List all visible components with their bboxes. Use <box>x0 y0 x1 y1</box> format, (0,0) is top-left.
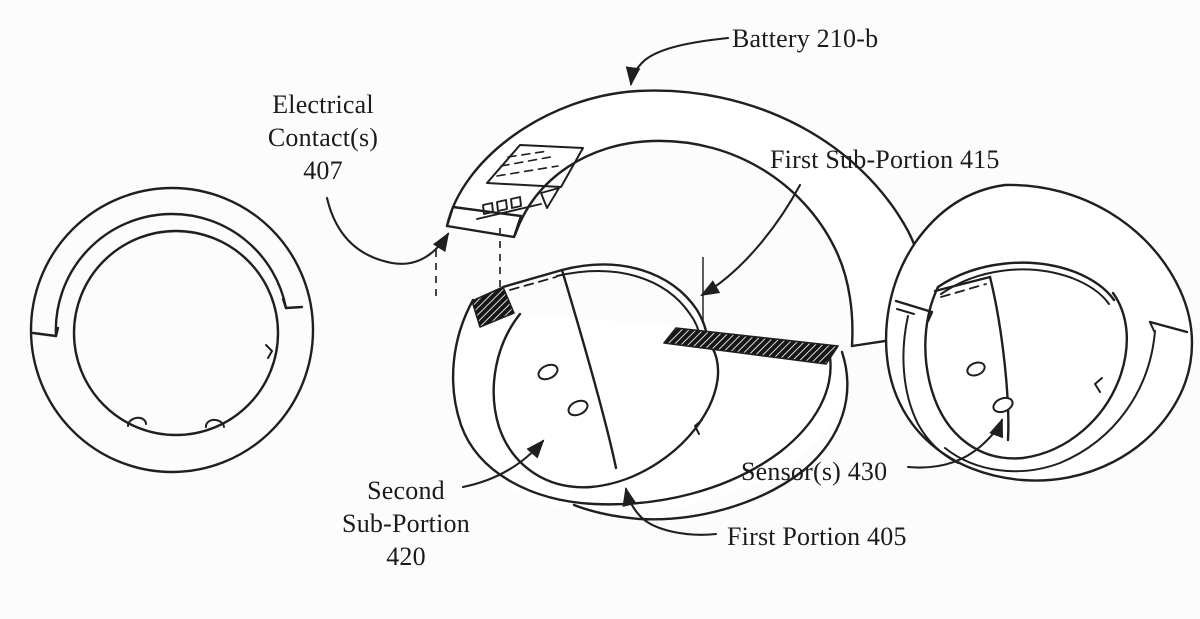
right-band-rim-outer <box>936 261 1116 302</box>
sensor-hole <box>992 396 1014 414</box>
leader-sensors <box>906 418 1004 469</box>
leader-battery <box>625 36 730 87</box>
inner-band-top-edge <box>501 268 564 289</box>
left-ring-left-notch <box>31 326 60 338</box>
leader-second-sub-portion <box>461 439 545 489</box>
leader-lines <box>325 36 1004 536</box>
electrical-contacts <box>476 187 560 220</box>
left-ring-sensor-bump <box>204 418 225 428</box>
battery-pouch <box>486 144 584 188</box>
label-electrical-contacts-line1: Electrical <box>272 90 374 119</box>
gap-left-end-face <box>471 286 515 328</box>
left-ring-inner-jog <box>265 344 274 359</box>
right-ring-inner-edge <box>924 285 1129 460</box>
label-electrical-contacts-line3: 407 <box>303 156 343 185</box>
leader-first-portion <box>622 486 718 536</box>
inner-band-rim-outer <box>560 263 709 339</box>
lower-ring-outer-side-edge <box>572 350 849 521</box>
right-ring-left-seam <box>894 299 934 323</box>
label-sensors: Sensor(s) 430 <box>741 457 888 486</box>
gap-right-end-face <box>663 327 839 365</box>
lower-ring-inner-jog <box>694 419 703 435</box>
label-second-sub-portion-line3: 420 <box>386 542 426 571</box>
battery-pouch-hatch-lines <box>496 150 559 177</box>
left-ring-seam-arc <box>54 212 288 338</box>
lower-ring-inner-edge <box>492 312 720 489</box>
right-ring-right-seam-step <box>1149 321 1155 332</box>
sensor-hole <box>537 363 559 381</box>
label-electrical-contacts-line2: Contact(s) <box>267 123 379 152</box>
right-band-dashed-line <box>940 283 987 298</box>
right-ring-inner-jog <box>1094 377 1103 393</box>
label-second-sub-portion-line2: Sub-Portion <box>342 509 470 538</box>
battery-arc-left-end-face <box>445 205 523 239</box>
right-band-top-edge <box>933 275 992 293</box>
battery-arc-body <box>447 90 931 346</box>
left-ring-right-notch <box>281 297 304 310</box>
leader-first-sub-portion <box>700 183 802 297</box>
sensor-hole <box>966 361 986 377</box>
sensor-hole <box>567 399 589 417</box>
right-ring-outer-edge <box>884 183 1194 482</box>
inner-band-rim-inner <box>556 270 701 339</box>
exploded-battery-arc <box>445 89 933 348</box>
inner-band-right-edge <box>560 268 618 470</box>
right-ring-left-seam-step <box>896 308 915 315</box>
right-ring-front-edge-left <box>902 315 959 464</box>
label-first-portion: First Portion 405 <box>727 522 907 551</box>
left-ring-front-view <box>29 186 315 474</box>
leader-electrical-contacts <box>325 196 450 265</box>
label-second-sub-portion-line1: Second <box>367 476 445 505</box>
inner-band-dashed-line <box>509 276 557 291</box>
right-band-rim-inner <box>940 268 1110 305</box>
exploded-lower-ring <box>451 263 849 521</box>
right-ring-right-seam <box>1148 320 1189 334</box>
right-ring-body <box>886 184 1192 481</box>
right-ring-assembled-view <box>884 183 1194 482</box>
label-electrical-contacts: Electrical Contact(s) 407 <box>256 88 390 187</box>
left-ring-outer-edge <box>29 186 315 474</box>
battery-arc-inner-edge <box>513 139 854 348</box>
label-second-sub-portion: Second Sub-Portion 420 <box>322 474 490 573</box>
right-ring-front-edge-right <box>944 330 1156 473</box>
label-first-sub-portion: First Sub-Portion 415 <box>770 145 1000 174</box>
label-battery: Battery 210-b <box>732 24 879 53</box>
left-ring-inner-edge <box>72 229 280 437</box>
lower-ring-outer-front-edge <box>451 298 832 506</box>
right-band-right-edge <box>988 275 1010 442</box>
left-ring-sensor-bump <box>126 416 147 427</box>
